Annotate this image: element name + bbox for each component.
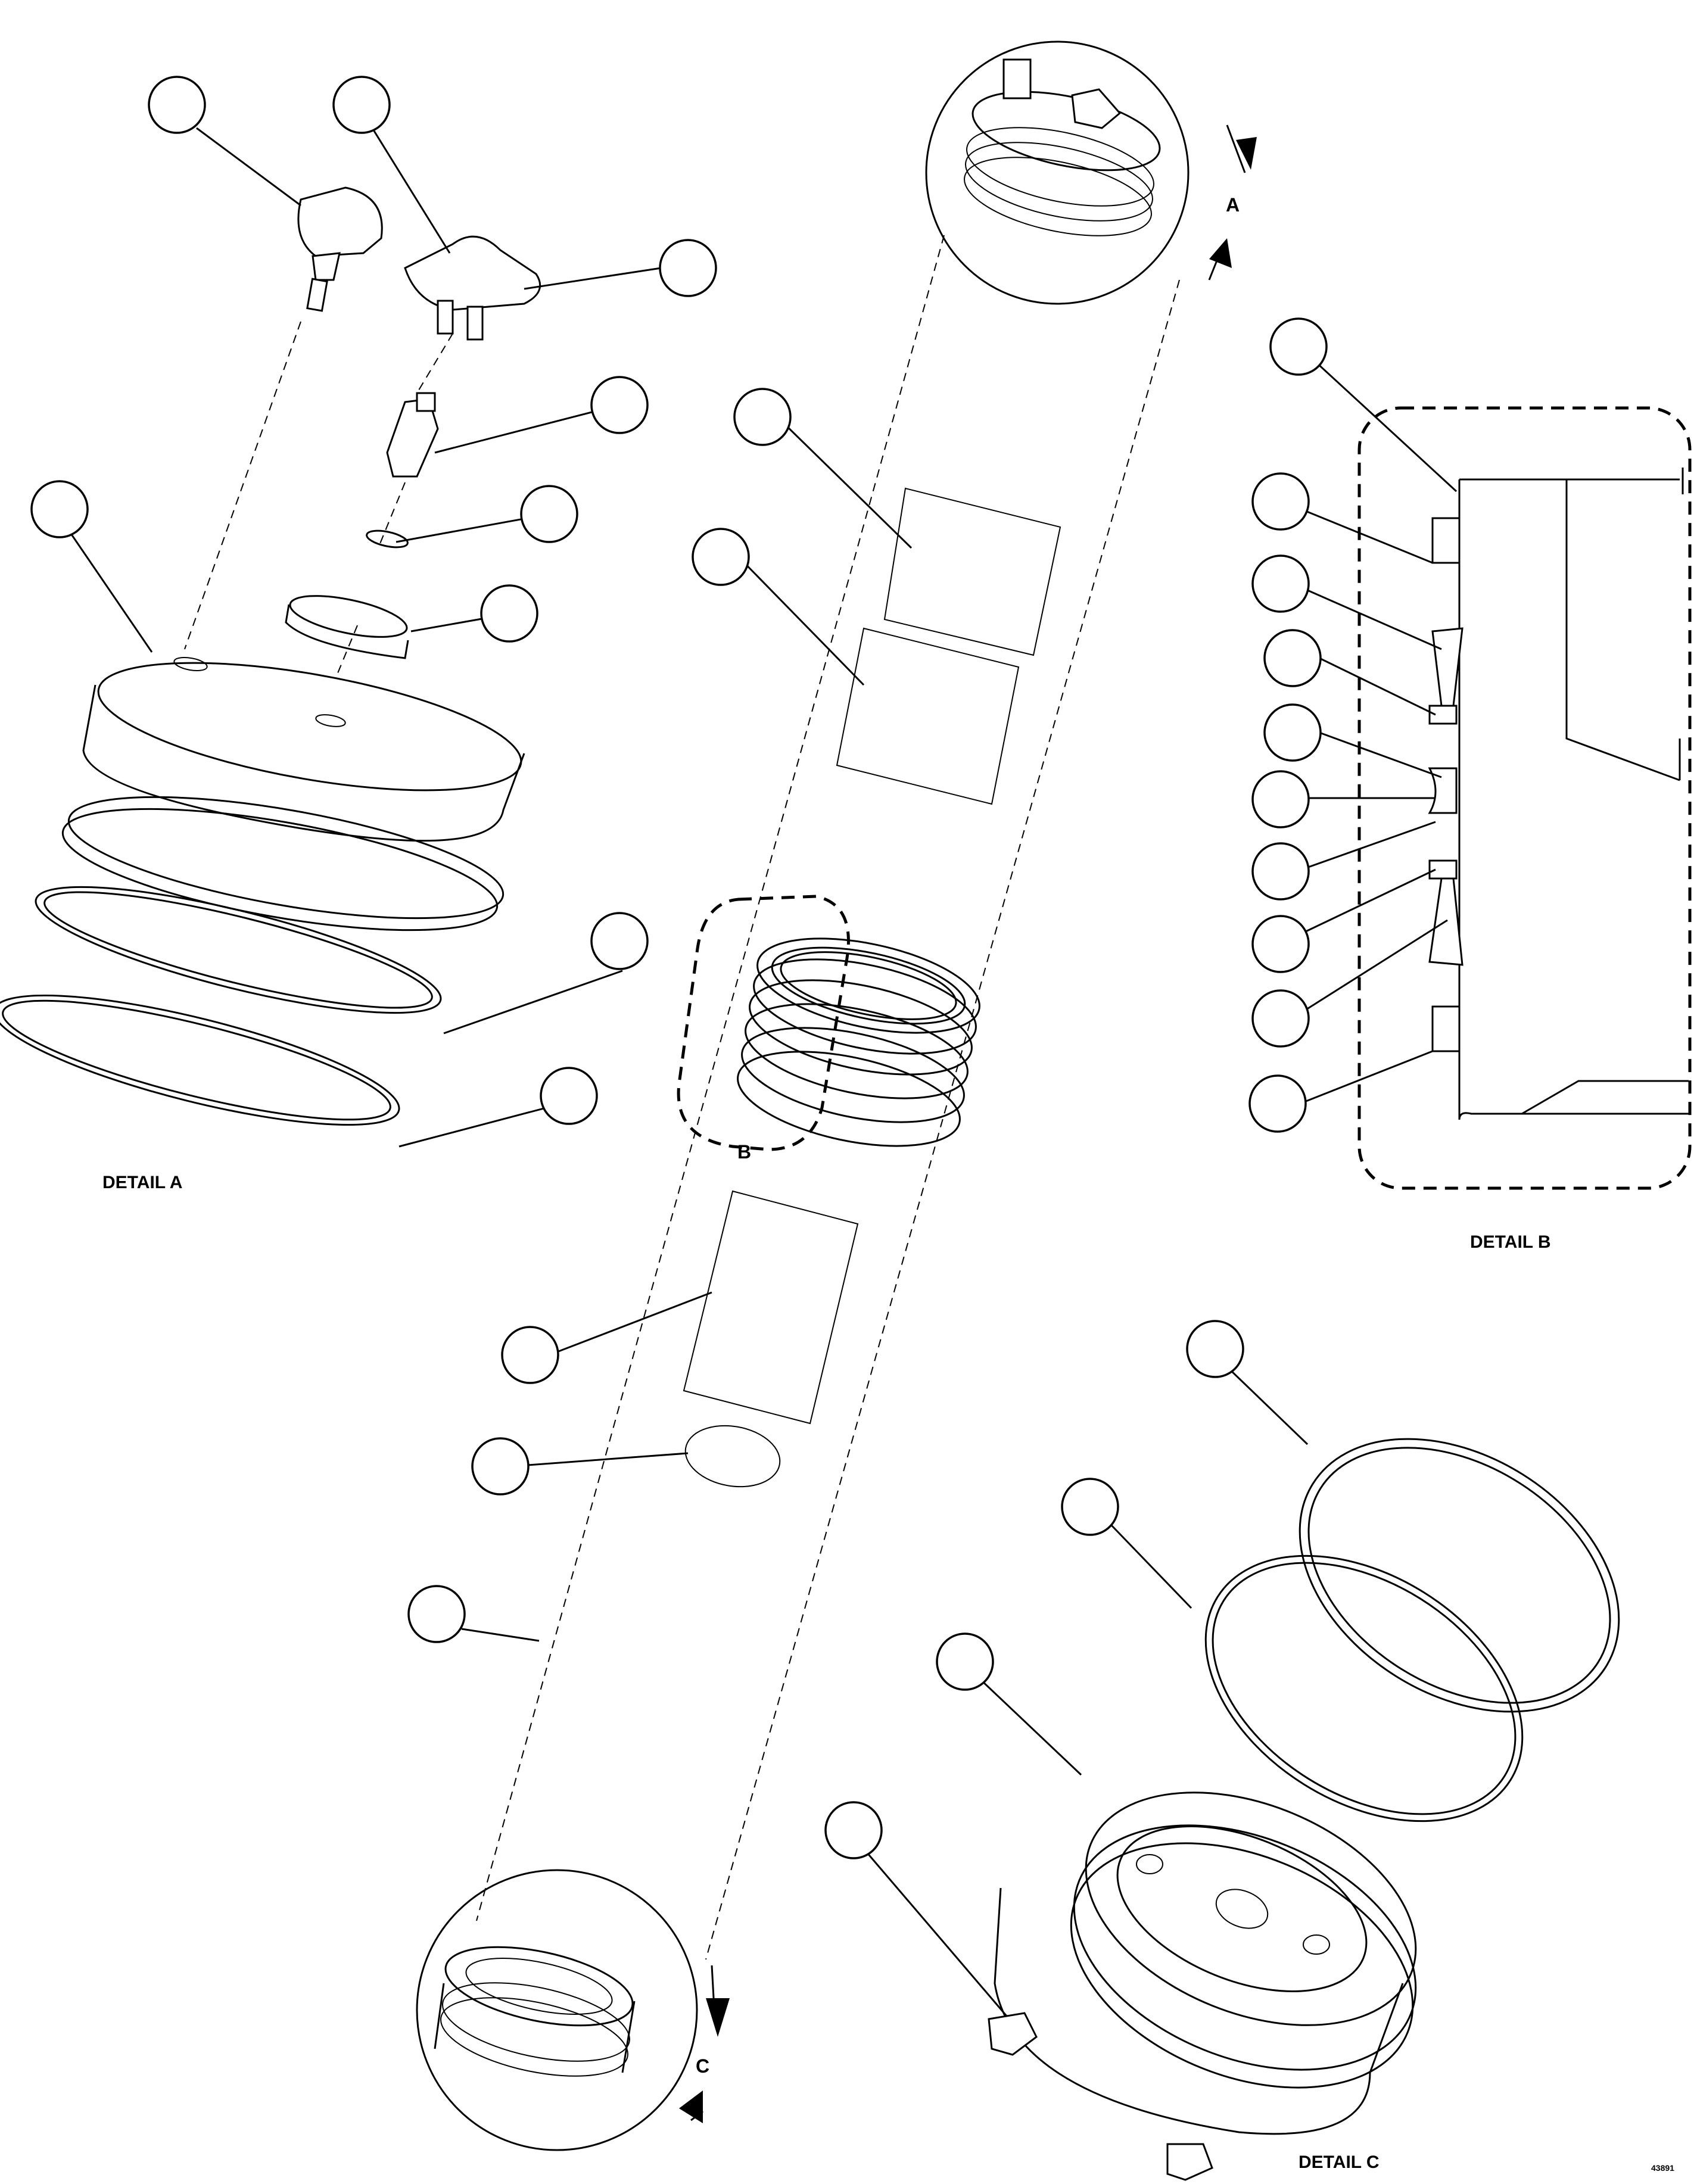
callout-bubble <box>540 1067 598 1125</box>
detail-c-parts <box>988 1438 1620 2181</box>
callout-bubble <box>590 912 649 970</box>
callout-bubble <box>590 376 649 434</box>
callout-bubble <box>501 1326 559 1384</box>
callout-bubble <box>30 480 89 538</box>
callout-bubble <box>1251 472 1310 531</box>
callout-bubble <box>1251 989 1310 1048</box>
detail-b-label: DETAIL B <box>1470 1232 1551 1252</box>
detail-a-parts <box>0 186 541 1126</box>
callout-bubble <box>1263 703 1322 762</box>
callout-bubble <box>936 1632 994 1691</box>
drawing-number: 43891 <box>1651 2163 1674 2173</box>
label-plate-2 <box>836 627 1020 805</box>
view-letter-b: B <box>737 1141 751 1163</box>
callout-bubble <box>824 1801 883 1859</box>
detail-b-boundary <box>677 895 850 1151</box>
callout-bubble <box>407 1585 466 1643</box>
callout-bubble <box>1248 1074 1307 1133</box>
callout-bubble <box>471 1437 530 1496</box>
callout-bubble <box>1186 1320 1244 1378</box>
piston-assembly <box>737 937 980 1147</box>
callout-bubble <box>148 76 206 134</box>
callout-bubble <box>1251 554 1310 613</box>
callout-bubble <box>480 584 538 643</box>
callout-bubble <box>1269 317 1328 376</box>
view-circle-c: C <box>416 1869 730 2151</box>
view-letter-a: A <box>1226 194 1240 216</box>
label-plate-1 <box>883 487 1061 656</box>
callout-bubble <box>692 528 750 586</box>
callout-bubble <box>1251 915 1310 973</box>
callout-bubble <box>733 388 792 446</box>
callout-bubble <box>1251 842 1310 901</box>
view-letter-c: C <box>696 2055 709 2077</box>
detail-a-label: DETAIL A <box>102 1173 182 1192</box>
detail-c-label: DETAIL C <box>1299 2152 1380 2172</box>
callout-bubbles <box>30 76 1328 1859</box>
callout-bubble <box>1263 629 1322 687</box>
oval-label <box>684 1425 781 1488</box>
callout-bubble <box>659 239 717 297</box>
callout-bubble <box>520 485 578 543</box>
view-circle-a: A <box>925 40 1257 305</box>
callout-bubble <box>1251 770 1310 828</box>
callout-bubble <box>332 76 391 134</box>
tube-centerlines <box>476 235 1180 1960</box>
label-plate-3 <box>683 1190 859 1425</box>
callout-bubble <box>1061 1478 1119 1536</box>
